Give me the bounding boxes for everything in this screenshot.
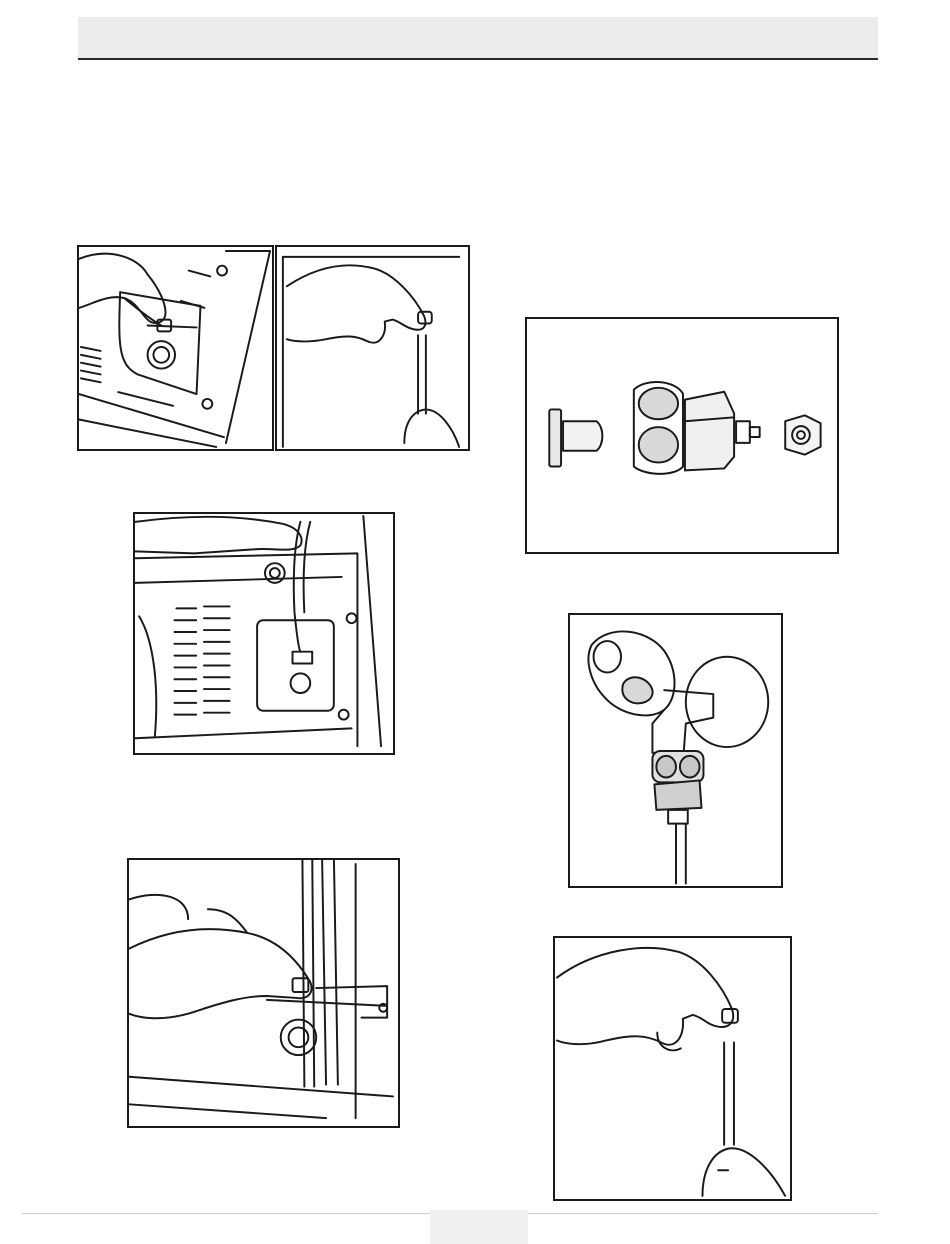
figure-attach-tube (127, 858, 400, 1128)
figure-cap-and-tube-bottom (553, 936, 792, 1201)
cap-and-tube-illustration-large (555, 938, 790, 1199)
tube-routing-illustration (135, 514, 393, 753)
figure-adapter-parts (525, 317, 839, 554)
adapter-parts-illustration (527, 319, 837, 552)
page-number-tab (430, 1210, 528, 1244)
figure-cap-and-tube-top (275, 245, 470, 451)
page-header (78, 17, 878, 60)
cap-and-tube-illustration (277, 247, 468, 449)
figure-tap-connection (568, 613, 783, 888)
figure-remove-cap (77, 245, 274, 451)
tap-connection-illustration (570, 615, 781, 886)
remove-cap-illustration (79, 247, 272, 449)
attach-tube-illustration (129, 860, 398, 1126)
figure-tube-routing (133, 512, 395, 755)
